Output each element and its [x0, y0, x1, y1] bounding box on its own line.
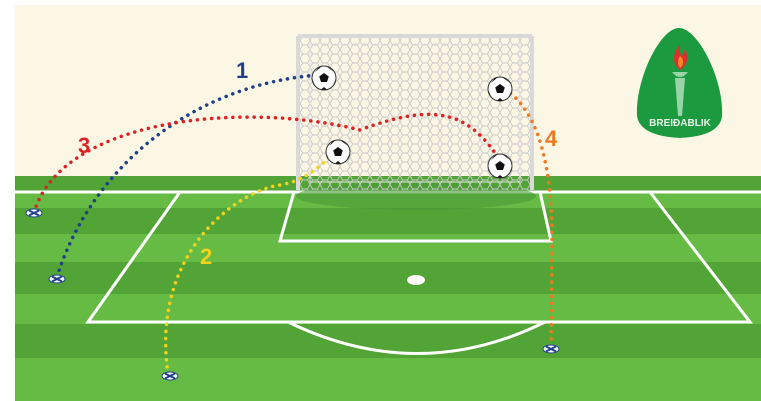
soccer-ball-icon	[488, 154, 512, 178]
penalty-spot	[407, 275, 425, 285]
soccer-ball-icon	[326, 140, 350, 164]
cone-marker-icon	[543, 345, 559, 353]
logo-text: BREIÐABLIK	[649, 118, 711, 129]
route-4-number: 4	[545, 126, 558, 151]
cone-marker-icon	[49, 275, 65, 283]
cone-marker-icon	[26, 209, 42, 217]
soccer-ball-icon	[312, 66, 336, 90]
route-1-number: 1	[236, 58, 248, 83]
soccer-ball-icon	[488, 77, 512, 101]
cone-marker-icon	[162, 372, 178, 380]
route-3-number: 3	[78, 133, 90, 158]
route-2-number: 2	[200, 244, 212, 269]
